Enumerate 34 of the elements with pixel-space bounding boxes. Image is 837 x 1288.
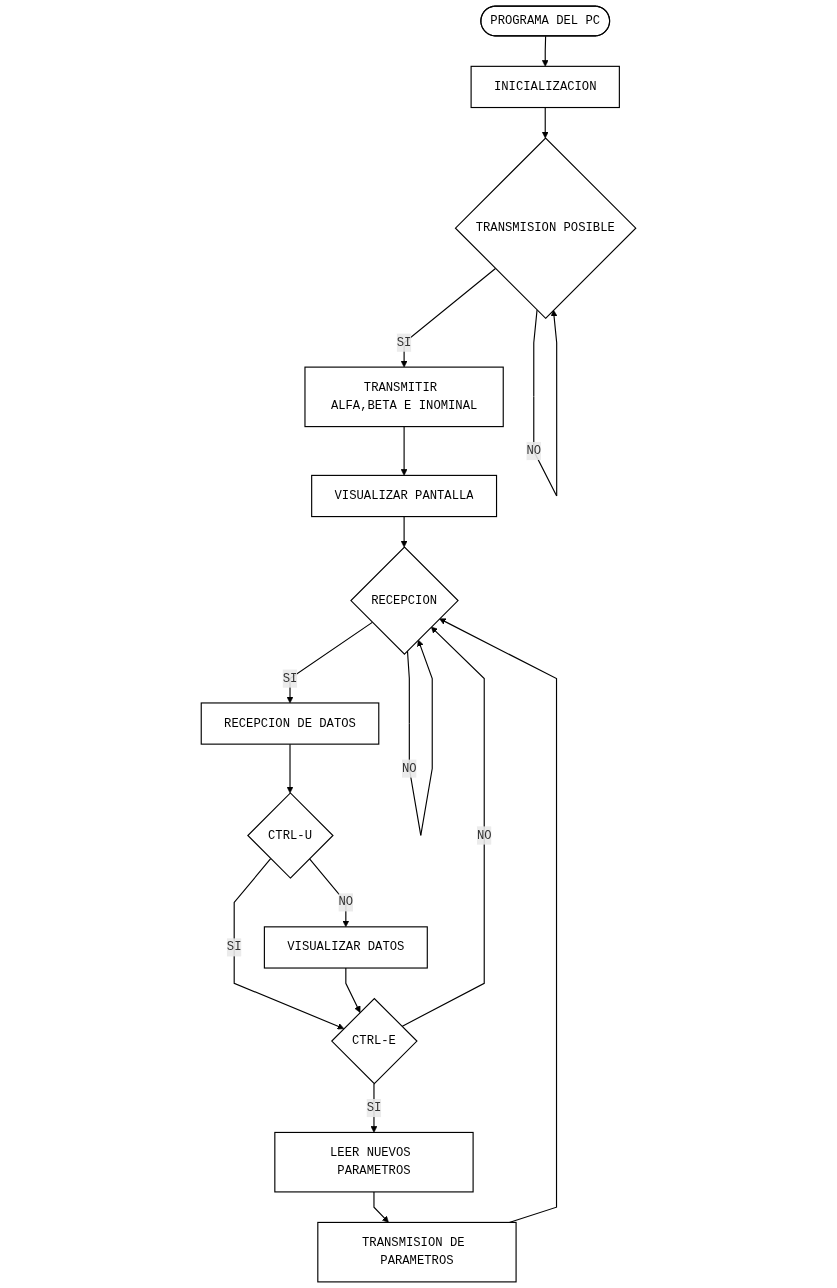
arrow [286,743,294,794]
node-diamond: CTRL-E [331,997,418,1085]
arrow [400,268,497,368]
arrow [401,626,485,1027]
edge-label: SI [396,335,412,350]
node-box: TRANSMISION DE PARAMETROS [317,1221,517,1283]
node-box: TRANSMITIR ALFA,BETA E INOMINAL [304,366,504,428]
edge-label: SI [226,940,242,955]
arrow [400,426,408,476]
node-diamond: TRANSMISION POSIBLE [454,137,637,320]
node-diamond: CTRL-U [247,792,334,879]
arrow [286,621,373,704]
edge-label: NO [476,828,492,843]
edge-label: NO [402,761,417,776]
arrow [406,639,433,837]
arrow [308,858,350,928]
arrow [400,516,408,548]
node-box: RECEPCION DE DATOS [200,702,380,745]
arrow [541,35,549,67]
edge-label: SI [366,1101,382,1115]
arrow [345,967,361,1013]
node-box: INICIALIZACION [470,65,620,109]
edge-label: NO [526,444,542,458]
arrow [439,618,558,1223]
arrow [373,1191,389,1223]
arrow [541,106,549,139]
edge-label: NO [338,895,354,910]
arrow [233,858,345,1030]
node-box: LEER NUEVOS PARAMETROS [274,1131,474,1193]
edge-label: SI [282,671,298,686]
node-diamond: RECEPCION [350,546,459,655]
arrow [533,309,558,497]
node-box: VISUALIZAR PANTALLA [311,474,498,518]
node-box: VISUALIZAR DATOS [263,926,428,969]
